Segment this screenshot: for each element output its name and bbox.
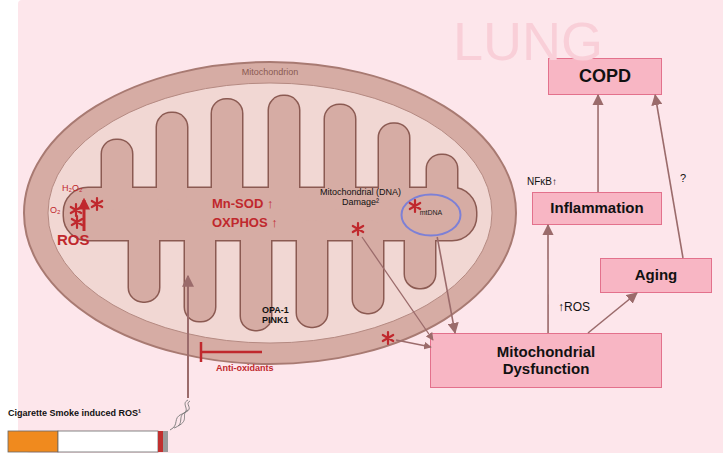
- node-text: mtDNA: [400, 209, 462, 217]
- process-box: Aging: [600, 258, 712, 293]
- flow-arrow: [588, 293, 637, 333]
- edge-label: NFκB↑: [527, 176, 557, 187]
- annotation-label: O₂: [50, 205, 61, 215]
- process-box: Inflammation: [532, 192, 662, 225]
- node-text: Mitochondrion: [220, 68, 320, 78]
- node-text: Mitochondrial Dysfunction: [476, 344, 616, 377]
- flow-arrow: [437, 237, 455, 333]
- node-text: LUNG: [398, 12, 658, 71]
- annotation-label: H₂O₂: [62, 183, 83, 193]
- annotation-label: OPA-1 PINK1: [262, 305, 304, 325]
- annotation-label: ROS: [57, 232, 90, 249]
- flow-arrow: [655, 95, 683, 258]
- mtdna-circle: mtDNA: [400, 193, 462, 237]
- edge-label: ↑ROS: [558, 301, 590, 314]
- annotation-label: Mitochondrial (DNA) Damage²: [318, 187, 403, 207]
- flow-arrow: [597, 95, 599, 192]
- lung-region: LUNGMitochondrionmtDNACOPDInflammationAg…: [18, 0, 723, 453]
- annotation-label: Mn-SOD ↑: [212, 197, 273, 212]
- annotation-label: OXPHOS ↑: [212, 216, 278, 231]
- node-text: Aging: [635, 267, 678, 284]
- edge-label: ?: [680, 172, 686, 184]
- node-text: Inflammation: [550, 200, 643, 217]
- annotation-label: Cigarette Smoke induced ROS¹: [8, 408, 141, 418]
- flow-arrow: [547, 225, 549, 333]
- annotation-label: Anti-oxidants: [216, 363, 274, 373]
- process-box: Mitochondrial Dysfunction: [430, 333, 662, 388]
